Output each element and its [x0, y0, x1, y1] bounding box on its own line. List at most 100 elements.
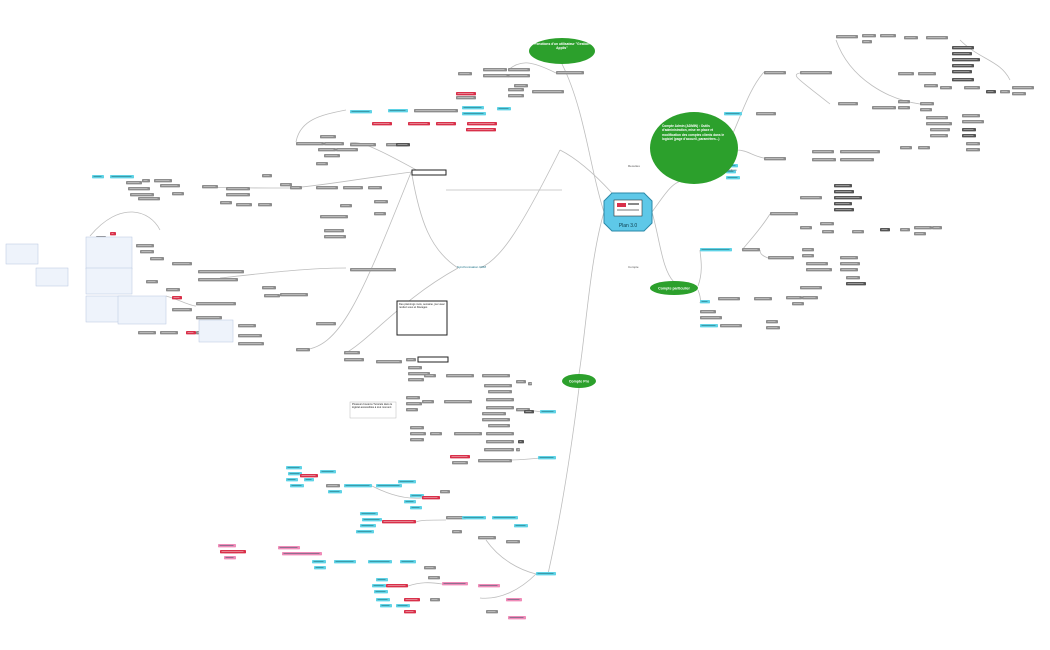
mindmap-node-text-line: [539, 457, 554, 458]
branch-label-right-mid: Admin: [728, 168, 737, 172]
mindmap-node-text-line: [173, 193, 182, 194]
outlined-node-a[interactable]: [411, 169, 447, 176]
mindmap-node-text-line: [383, 521, 414, 522]
mindmap-node-text-line: [841, 151, 878, 152]
mindmap-node-text-line: [283, 553, 320, 554]
note-box-plannings: Des plannings mois, semaine, jour avec r…: [396, 300, 448, 336]
connector-7: [735, 149, 765, 159]
mindmap-node-text-line: [443, 583, 466, 584]
hub-node-particulier-label: Compte particulier: [658, 287, 690, 291]
mindmap-node-text-line: [111, 176, 132, 177]
mindmap-node-text-line: [327, 485, 338, 486]
mindmap-node-text-line: [509, 69, 528, 70]
mindmap-node-text-line: [131, 194, 152, 195]
mindmap-node-text-line: [463, 517, 484, 518]
mindmap-node-text-line: [423, 401, 432, 402]
note-box-tutoriels: Plusieurs boutons Tutoriels dans le logi…: [349, 401, 397, 419]
hub-node-particulier[interactable]: Compte particulier: [650, 281, 698, 295]
mindmap-node-text-line: [841, 263, 858, 264]
mindmap-node-text-line: [873, 107, 894, 108]
mindmap-node-text-line: [263, 287, 274, 288]
mindmap-node-text-line: [771, 213, 796, 214]
connector-26: [507, 457, 541, 461]
mindmap-node-text-line: [197, 317, 220, 318]
hub-node-pro[interactable]: Compte Pro: [562, 374, 596, 388]
note-tutoriels-text: Plusieurs boutons Tutoriels dans le logi…: [352, 403, 393, 410]
mindmap-node-text-line: [457, 97, 474, 98]
hub-node-admin[interactable]: Compte Admin (ADMIN) : Outils d'administ…: [650, 112, 738, 184]
mindmap-node-text-line: [835, 203, 850, 204]
mindmap-node-text-line: [925, 85, 936, 86]
mindmap-node-text-line: [219, 545, 234, 546]
mindmap-node-text-line: [227, 194, 248, 195]
mindmap-node-text-line: [835, 209, 852, 210]
mindmap-node-text-line: [291, 485, 302, 486]
mindmap-node-text-line: [407, 397, 418, 398]
mindmap-node-text-line: [381, 605, 390, 606]
mindmap-node-text-line: [409, 379, 422, 380]
mindmap-node-text-line: [351, 269, 394, 270]
mindmap-node-text-line: [335, 561, 354, 562]
mindmap-node-text-line: [701, 301, 708, 302]
outlined-node-b[interactable]: [417, 356, 449, 363]
mindmap-node-text-line: [807, 263, 826, 264]
mindmap-node-text-line: [187, 332, 194, 333]
mindmap-node-text-line: [463, 107, 482, 108]
mindmap-node-text-line: [325, 143, 342, 144]
mindmap-node-text-line: [487, 399, 512, 400]
mindmap-node-text-line: [765, 158, 784, 159]
mindmap-node-text-line: [953, 65, 972, 66]
mindmap-node-text-line: [263, 175, 270, 176]
mindmap-node-text-line: [953, 71, 970, 72]
mindmap-node-text-line: [151, 258, 162, 259]
mindmap-node-text-line: [463, 113, 484, 114]
mindmap-node-text-line: [199, 271, 242, 272]
mindmap-node-text-line: [803, 297, 816, 298]
hub-node-pro-label: Compte Pro: [569, 380, 590, 384]
mindmap-node-text-line: [297, 349, 308, 350]
mindmap-node-text-line: [519, 441, 522, 442]
mindmap-node-text-line: [141, 251, 152, 252]
mindmap-node-text-line: [498, 108, 509, 109]
mindmap-node-text-line: [953, 53, 970, 54]
connector-15: [349, 142, 421, 173]
mindmap-node-text-line: [533, 91, 562, 92]
note-plannings-text: Des plannings mois, semaine, jour avec r…: [399, 303, 445, 310]
mindmap-node-text-line: [415, 110, 456, 111]
mindmap-node-text-line: [305, 479, 312, 480]
mindmap-node-text-line: [313, 561, 324, 562]
mindmap-node-text-line: [953, 59, 978, 60]
central-node-label: Plan 3.0: [619, 223, 638, 229]
central-node[interactable]: Plan 3.0: [603, 192, 653, 232]
mindmap-node-text-line: [517, 449, 520, 450]
connector-22: [959, 39, 1011, 81]
connector-34: [89, 211, 161, 237]
mindmap-node-text-line: [137, 245, 152, 246]
mindmap-node-text-line: [375, 213, 384, 214]
connector-lines: [89, 39, 1011, 599]
mindmap-node-text-line: [507, 541, 518, 542]
mindmap-node-text-line: [321, 216, 346, 217]
hub-node-gestion-applis[interactable]: Fonctions d'un utilisateur "Gestion Appl…: [529, 38, 595, 64]
mindmap-node-text-line: [161, 185, 178, 186]
mindmap-node-text-line: [161, 332, 176, 333]
mindmap-node-text-line: [801, 227, 810, 228]
mindmap-node-text-line: [537, 573, 554, 574]
mindmap-node-text-line: [287, 479, 296, 480]
connector-2: [651, 211, 675, 283]
mindmap-node-text-line: [901, 147, 910, 148]
mindmap-node-text-line: [484, 75, 507, 76]
mindmap-node-text-line: [411, 433, 424, 434]
mindmap-node-text-line: [147, 281, 156, 282]
mindmap-node-text-line: [377, 361, 400, 362]
connector-8: [697, 249, 702, 287]
mindmap-node-text-line: [927, 123, 950, 124]
mindmap-node-text-line: [301, 475, 316, 476]
mindmap-node-text-line: [921, 103, 932, 104]
connector-19: [507, 62, 557, 74]
mindmap-node-text-line: [425, 567, 434, 568]
mindmap-node-text-line: [863, 41, 870, 42]
branch-label-left-center: Synchronisation CRM: [457, 265, 487, 269]
mindmap-node-text-line: [484, 69, 505, 70]
mindmap-node-text-line: [457, 93, 474, 94]
